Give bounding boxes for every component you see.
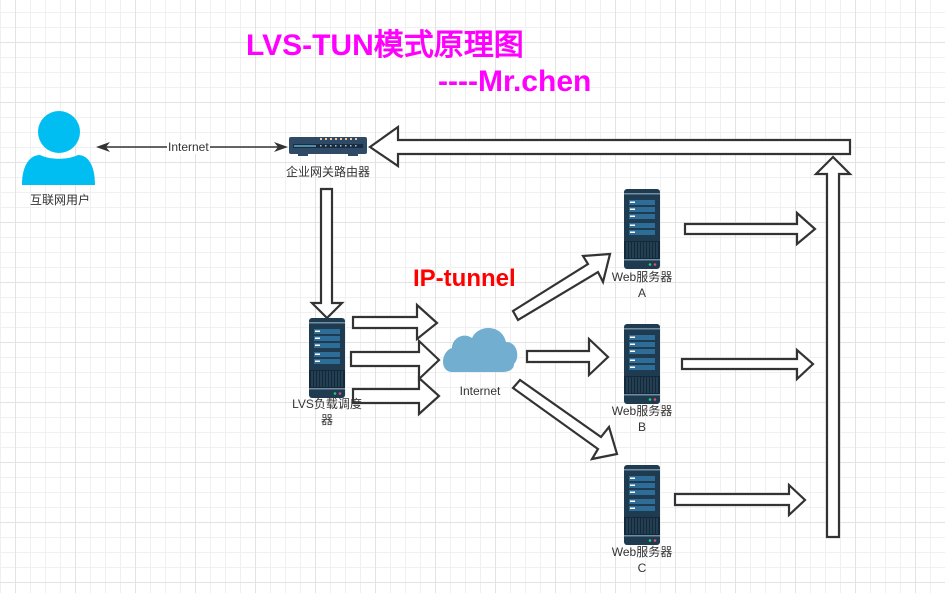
diagram-title: LVS-TUN模式原理图 — [246, 29, 524, 62]
arrow-web-a-out — [683, 210, 817, 247]
arrow-cloud-to-web-a — [511, 252, 612, 322]
web-c-label-line2: C — [637, 561, 647, 575]
user-icon[interactable] — [22, 111, 95, 185]
router-icon[interactable] — [289, 137, 367, 156]
edge-user-router-label: Internet — [167, 140, 210, 154]
arrow-lvs-to-cloud-2 — [349, 338, 441, 382]
diagram-author: ----Mr.chen — [438, 65, 592, 98]
web-b-label-line2: B — [637, 420, 646, 434]
arrow-web-b-out — [680, 347, 815, 382]
cloud-icon[interactable] — [443, 327, 518, 372]
lvs-label-line1: LVS负载调度 — [292, 397, 362, 411]
ip-tunnel-label: IP-tunnel — [413, 265, 516, 292]
arrow-return-vertical — [813, 155, 853, 539]
web-server-b-icon[interactable] — [623, 323, 661, 405]
web-a-label-line2: A — [637, 286, 646, 300]
web-b-label-line1: Web服务器 — [611, 404, 673, 418]
arrow-cloud-to-web-b — [525, 336, 610, 378]
arrow-return-to-router — [368, 124, 852, 169]
lvs-label-line2: 器 — [320, 413, 333, 427]
web-c-label-line1: Web服务器 — [611, 545, 673, 559]
arrow-lvs-to-cloud-1 — [351, 302, 439, 342]
arrow-cloud-to-web-c — [511, 378, 619, 461]
web-server-c-icon[interactable] — [623, 464, 661, 546]
cloud-label: Internet — [459, 384, 501, 398]
arrow-lvs-to-cloud-3 — [351, 375, 441, 417]
web-server-a-icon[interactable] — [623, 188, 661, 270]
lvs-server-icon[interactable] — [308, 317, 346, 399]
web-a-label-line1: Web服务器 — [611, 270, 673, 284]
arrow-router-to-lvs — [309, 187, 345, 320]
arrow-web-c-out — [673, 482, 807, 518]
router-label: 企业网关路由器 — [285, 165, 370, 179]
user-label: 互联网用户 — [29, 193, 90, 207]
